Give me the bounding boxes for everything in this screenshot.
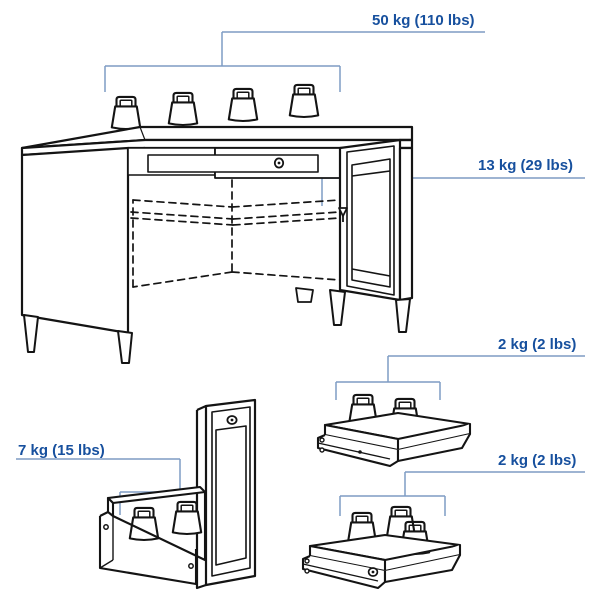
cabinet-shelf-box <box>98 485 207 586</box>
weight-on-desktop-3 <box>227 87 259 123</box>
desk-leg-front-right <box>329 289 346 326</box>
desk-illustration <box>20 83 414 364</box>
weight-in-cabinet-2 <box>171 500 203 536</box>
center-drawer-load-label: 2 kg (2 lbs) <box>498 336 577 353</box>
desk-leg-rear-right <box>395 298 411 333</box>
center-drawer-detail-illustration <box>316 393 472 468</box>
desk-leg-rear-left <box>117 330 133 364</box>
desktop-load-label: 50 kg (110 lbs) <box>372 12 475 29</box>
cabinet-detail-illustration <box>98 398 257 590</box>
cabinet-shelf-load-label: 13 kg (29 lbs) <box>478 157 574 174</box>
desk-center-foot <box>295 287 314 303</box>
leader-center-drawer-load <box>335 355 585 400</box>
desk-leg-front-left <box>23 314 39 353</box>
desk-interior-shelf-dashed <box>130 179 341 288</box>
leader-desktop-load <box>104 31 485 92</box>
cabinet-interior-load-label: 7 kg (15 lbs) <box>18 442 105 459</box>
weight-on-desktop-4 <box>288 83 320 119</box>
desk-center-drawer <box>127 147 341 179</box>
weight-on-desktop-1 <box>110 95 142 131</box>
leader-lower-drawer-load <box>339 471 585 516</box>
lower-drawer-detail-illustration <box>301 505 462 590</box>
lower-drawer-load-label: 2 kg (2 lbs) <box>498 452 577 469</box>
center-drawer-box <box>316 411 472 468</box>
weight-on-desktop-2 <box>167 91 199 127</box>
desk-left-side-panel <box>20 146 145 335</box>
desk-right-cabinet <box>338 138 414 302</box>
lower-drawer-box <box>301 533 462 590</box>
